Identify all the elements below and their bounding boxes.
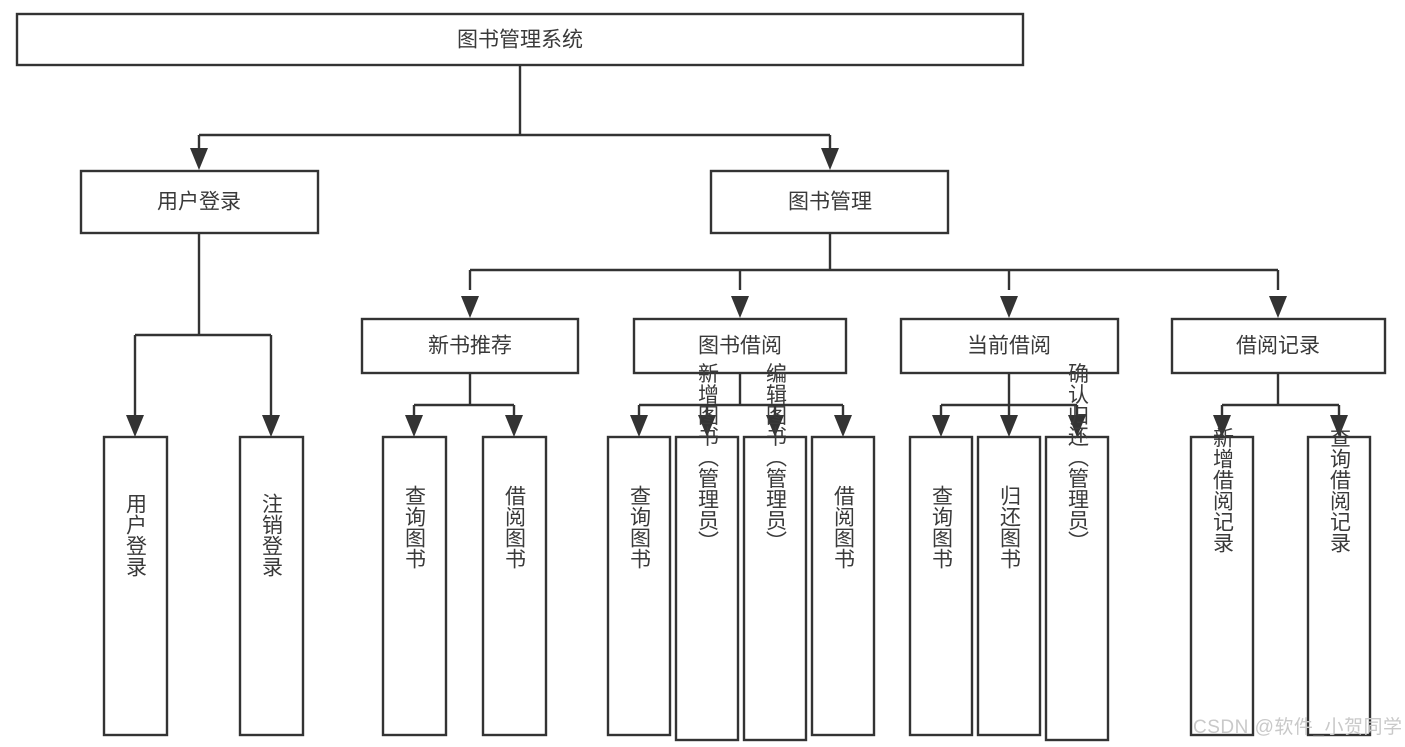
node-borrow-record-box[interactable]	[1170, 317, 1387, 375]
leaf-book-borrow-1-label: 查询图书	[628, 485, 652, 569]
leaf-user-login-2-box[interactable]	[238, 435, 305, 737]
node-user-login-label: 用户登录	[157, 191, 241, 214]
leaf-book-borrow-2[interactable]: 新增图书（管理员）	[674, 363, 740, 742]
arrowhead-newbook-leaf-2	[505, 415, 523, 437]
node-root-label: 图书管理系统	[457, 29, 583, 52]
leaf-new-book-1-label: 查询图书	[403, 485, 427, 569]
arrowhead-user-login	[190, 148, 208, 170]
arrowhead-current-borrow	[1000, 296, 1018, 318]
arrowhead-new-book	[461, 296, 479, 318]
node-borrow-record-label: 借阅记录	[1236, 335, 1320, 358]
leaf-current-borrow-1-box[interactable]	[908, 435, 974, 737]
leaf-borrow-record-2[interactable]: 查询借阅记录	[1306, 427, 1372, 737]
node-new-book-recommend-label: 新书推荐	[428, 335, 512, 358]
node-new-book-recommend[interactable]: 新书推荐	[360, 317, 580, 375]
leaf-book-borrow-1-box[interactable]	[606, 435, 672, 737]
leaf-book-borrow-4-box[interactable]	[810, 435, 876, 737]
leaf-book-borrow-2-box[interactable]	[674, 435, 740, 742]
leaf-new-book-2[interactable]: 借阅图书	[481, 435, 548, 737]
node-book-borrow-box[interactable]	[632, 317, 848, 375]
node-borrow-record[interactable]: 借阅记录	[1170, 317, 1387, 375]
leaf-borrow-record-2-label: 查询借阅记录	[1328, 427, 1352, 553]
node-root-system[interactable]: 图书管理系统	[15, 12, 1025, 67]
watermark-text: CSDN @软件_小贺同学	[1193, 716, 1402, 738]
leaf-borrow-record-1-box[interactable]	[1189, 435, 1255, 737]
node-book-manage[interactable]: 图书管理	[709, 169, 950, 235]
arrowhead-borrow-record	[1269, 296, 1287, 318]
leaf-new-book-2-label: 借阅图书	[503, 485, 527, 569]
node-book-borrow-label: 图书借阅	[698, 335, 782, 358]
leaf-current-borrow-2-label: 归还图书	[998, 485, 1022, 569]
leaf-current-borrow-2[interactable]: 归还图书	[976, 435, 1042, 737]
arrowhead-currentborrow-leaf-1	[932, 415, 950, 437]
node-new-book-recommend-box[interactable]	[360, 317, 580, 375]
leaf-new-book-1-box[interactable]	[381, 435, 448, 737]
node-book-manage-box[interactable]	[709, 169, 950, 235]
arrowhead-newbook-leaf-1	[405, 415, 423, 437]
node-current-borrow-box[interactable]	[899, 317, 1120, 375]
leaf-book-borrow-3-box[interactable]	[742, 435, 808, 742]
arrowhead-bookborrow-leaf-4	[834, 415, 852, 437]
node-user-login[interactable]: 用户登录	[79, 169, 320, 235]
leaf-user-login-1-box[interactable]	[102, 435, 169, 737]
leaf-new-book-1[interactable]: 查询图书	[381, 435, 448, 737]
leaf-current-borrow-3-label: 确认归还（管理员）	[1066, 363, 1090, 552]
leaf-book-borrow-3[interactable]: 编辑图书（管理员）	[742, 363, 808, 742]
leaf-current-borrow-3[interactable]: 确认归还（管理员）	[1044, 363, 1110, 742]
leaf-book-borrow-4[interactable]: 借阅图书	[810, 435, 876, 737]
arrowhead-leaf-logout	[262, 415, 280, 437]
leaf-borrow-record-1[interactable]: 新增借阅记录	[1189, 427, 1255, 737]
leaf-borrow-record-1-label: 新增借阅记录	[1211, 427, 1235, 553]
leaf-book-borrow-1[interactable]: 查询图书	[606, 435, 672, 737]
leaf-current-borrow-2-box[interactable]	[976, 435, 1042, 737]
leaf-book-borrow-2-label: 新增图书（管理员）	[696, 363, 720, 552]
leaf-borrow-record-2-box[interactable]	[1306, 435, 1372, 737]
arrowhead-book-manage	[821, 148, 839, 170]
leaf-user-login-2-label: 注销登录	[260, 493, 284, 577]
connector-group	[126, 66, 1348, 437]
node-root-box[interactable]	[15, 12, 1025, 67]
leaf-new-book-2-box[interactable]	[481, 435, 548, 737]
leaf-book-borrow-4-label: 借阅图书	[832, 485, 856, 569]
node-user-login-box[interactable]	[79, 169, 320, 235]
leaf-user-login-1-label: 用户登录	[124, 493, 148, 577]
arrowhead-leaf-user-login	[126, 415, 144, 437]
node-book-manage-label: 图书管理	[788, 191, 872, 214]
node-book-borrow[interactable]: 图书借阅	[632, 317, 848, 375]
leaf-current-borrow-3-box[interactable]	[1044, 435, 1110, 742]
leaf-current-borrow-1-label: 查询图书	[930, 485, 954, 569]
leaf-book-borrow-3-label: 编辑图书（管理员）	[764, 363, 788, 552]
leaf-user-login-2[interactable]: 注销登录	[238, 435, 305, 737]
arrowhead-currentborrow-leaf-2	[1000, 415, 1018, 437]
leaf-user-login-1[interactable]: 用户登录	[102, 435, 169, 737]
arrowhead-book-borrow	[731, 296, 749, 318]
leaf-current-borrow-1[interactable]: 查询图书	[908, 435, 974, 737]
node-current-borrow[interactable]: 当前借阅	[899, 317, 1120, 375]
arrowhead-bookborrow-leaf-1	[630, 415, 648, 437]
node-current-borrow-label: 当前借阅	[967, 335, 1051, 358]
